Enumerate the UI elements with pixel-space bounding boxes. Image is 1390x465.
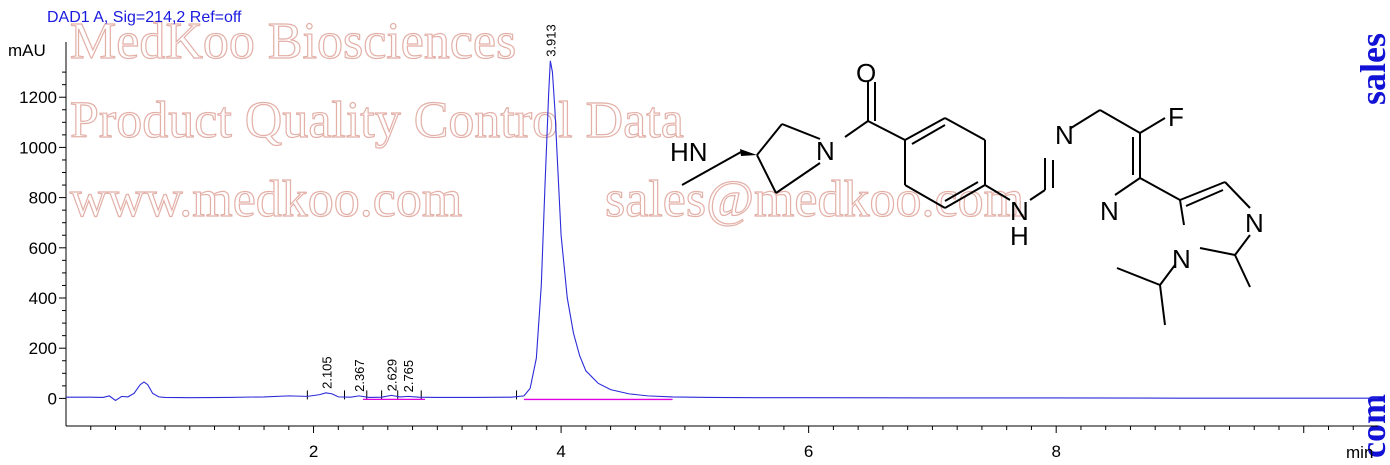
y-ticks: 0 200 400 600 800 1000 1200 [19, 71, 66, 408]
watermark-line2: Product Quality Control Data [70, 92, 684, 149]
x-axis-unit: min [1346, 443, 1373, 462]
y-tick-label: 200 [29, 339, 57, 358]
watermark-line1: MedKoo Biosciences [70, 13, 516, 70]
atom-anilino-n: N [1010, 196, 1029, 226]
chemical-structure [681, 82, 1251, 326]
y-axis-unit: mAU [8, 41, 46, 60]
atom-fluorine: F [1168, 102, 1184, 132]
y-tick-label: 1200 [19, 88, 57, 107]
y-tick-label: 0 [48, 389, 57, 408]
atom-pyrimidine-n1: N [1055, 120, 1074, 150]
structure-atoms: O F HN N N N N H N N [670, 58, 1264, 274]
x-ticks: 2 4 6 8 [90, 426, 1354, 461]
side-sales-text: sales [1353, 33, 1390, 105]
peak-label: 2.105 [320, 356, 335, 389]
atom-amine-nh: HN [670, 137, 708, 167]
atom-imidazole-n1: N [1172, 244, 1191, 274]
atom-imidazole-n2: N [1245, 208, 1264, 238]
x-tick-label: 2 [309, 442, 318, 461]
signal-label: DAD1 A, Sig=214,2 Ref=off [47, 9, 242, 26]
chromatogram-trace [66, 60, 1378, 402]
x-tick-label: 8 [1051, 442, 1060, 461]
y-tick-label: 400 [29, 289, 57, 308]
peak-label: 2.367 [352, 359, 367, 392]
integration-marks [306, 390, 518, 400]
atom-anilino-h: H [1010, 221, 1029, 251]
atom-pyrrolidine-n: N [816, 136, 835, 166]
watermark-line3a: www.medkoo.com [70, 171, 462, 228]
axes: mAU min 0 200 400 600 800 1000 1200 2 4 6 8 [8, 41, 1378, 462]
watermark-line3b: sales@medkoo.com [605, 171, 1024, 228]
y-tick-label: 800 [29, 189, 57, 208]
peak-label: 3.913 [543, 24, 558, 57]
peak-label: 2.765 [401, 360, 416, 393]
watermark: MedKoo Biosciences Product Quality Contr… [69, 12, 1024, 228]
trace-layer [66, 60, 1378, 402]
atom-oxygen: O [856, 58, 876, 88]
atom-pyrimidine-n2: N [1100, 196, 1119, 226]
x-tick-label: 4 [556, 442, 565, 461]
peak-label: 2.629 [384, 359, 399, 392]
x-tick-label: 6 [804, 442, 813, 461]
y-tick-label: 1000 [19, 138, 57, 157]
y-tick-label: 600 [29, 239, 57, 258]
